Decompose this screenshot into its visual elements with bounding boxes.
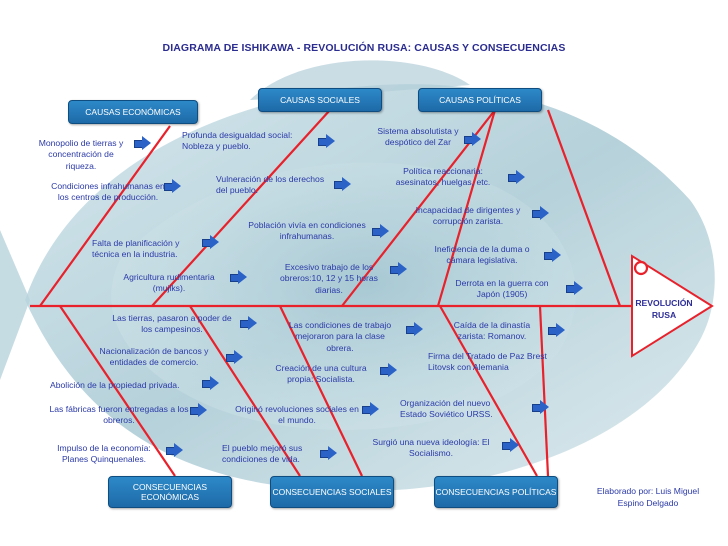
consecuencia-politica-label: Firma del Tratado de Paz Brest Litovsk c… [428, 351, 547, 373]
arrow-right-icon [320, 446, 337, 460]
consecuencia-social-label: Originó revoluciones sociales en el mund… [235, 404, 359, 426]
causa-politica-label: Política reaccionaria: asesinatos, huelg… [395, 166, 491, 188]
arrow-right-icon [544, 248, 561, 262]
causa-social-label: Población vivía en condiciones infrahuma… [248, 220, 366, 242]
category-causas-economicas: CAUSAS ECONÓMICAS [68, 100, 198, 124]
fish-head-triangle [631, 254, 714, 358]
causa-economica-label: Condiciones infrahumanas en los centros … [51, 181, 165, 203]
causa-social-label: Vulneración de los derechos del pueblo. [216, 174, 325, 196]
bone-consecuencias-politicas [439, 305, 538, 477]
arrow-right-icon [380, 363, 397, 377]
arrow-right-icon [318, 134, 335, 148]
causa-politica-label: Derrota en la guerra con Japón (1905) [455, 278, 549, 300]
consecuencia-economica-label: Las tierras, pasaron a poder de los camp… [112, 313, 232, 335]
arrow-right-icon [334, 177, 351, 191]
page-title: DIAGRAMA DE ISHIKAWA - REVOLUCIÓN RUSA: … [162, 42, 566, 54]
causa-economica-label: Agricultura rudimentaria (mujiks). [123, 272, 215, 294]
bone-consecuencias-sociales [279, 305, 363, 477]
arrow-right-icon [230, 270, 247, 284]
arrow-right-icon [202, 235, 219, 249]
arrow-right-icon [240, 316, 257, 330]
causa-politica-label: Incapacidad de dirigentes y corrupción z… [415, 205, 521, 227]
arrow-right-icon [548, 323, 565, 337]
category-causas-sociales: CAUSAS SOCIALES [258, 88, 382, 112]
category-consecuencias-politicas: CONSECUENCIAS POLÍTICAS [434, 476, 558, 508]
consecuencia-politica-label: Organización del nuevo Estado Soviético … [400, 398, 493, 420]
arrow-right-icon [362, 402, 379, 416]
arrow-right-icon [226, 350, 243, 364]
arrow-right-icon [166, 443, 183, 457]
arrow-right-icon [508, 170, 525, 184]
consecuencia-social-label: Creación de una cultura propia: Socialis… [275, 363, 367, 385]
arrow-right-icon [202, 376, 219, 390]
category-causas-politicas: CAUSAS POLÍTICAS [418, 88, 542, 112]
causa-politica-label: Ineficiencia de la duma o cámara legisla… [434, 244, 530, 266]
arrow-right-icon [566, 281, 583, 295]
arrow-right-icon [134, 136, 151, 150]
category-consecuencias-sociales: CONSECUENCIAS SOCIALES [270, 476, 394, 508]
arrow-right-icon [532, 206, 549, 220]
bone-causas-politicas-2 [436, 109, 497, 307]
effect-label: REVOLUCIÓN RUSA [635, 298, 693, 320]
bone-consecuencias-politicas-2 [538, 305, 550, 477]
author-line-1: Elaborado por: Luis Miguel [596, 486, 700, 496]
category-consecuencias-economicas: CONSECUENCIAS ECONÓMICAS [108, 476, 232, 508]
fish-eye [633, 260, 649, 276]
arrow-right-icon [502, 438, 519, 452]
bone-branch-1 [546, 109, 622, 307]
consecuencia-economica-label: Nacionalización de bancos y entidades de… [99, 346, 209, 368]
consecuencia-economica-label: Impulso de la economía: Planes Quinquena… [57, 443, 151, 465]
causa-social-label: Profunda desigualdad social: Nobleza y p… [182, 130, 293, 152]
bone-consecuencias-economicas-2 [189, 305, 301, 477]
consecuencia-economica-label: Abolición de la propiedad privada. [50, 380, 180, 390]
bone-consecuencias-economicas [59, 305, 176, 477]
consecuencia-politica-label: Surgió una nueva ideología: El Socialism… [372, 437, 490, 459]
causa-economica-label: Falta de planificación y técnica en la i… [92, 238, 180, 260]
bone-causas-sociales [151, 109, 331, 307]
author-credit: Elaborado por: Luis Miguel Espino Delgad… [578, 485, 718, 509]
author-line-2: Espino Delgado [617, 498, 679, 509]
arrow-right-icon [406, 322, 423, 336]
arrow-right-icon [164, 179, 181, 193]
arrow-right-icon [390, 262, 407, 276]
fish-tail [0, 230, 30, 380]
consecuencia-politica-label: Caída de la dinastía zarista: Romanov. [453, 320, 531, 342]
consecuencia-social-label: Las condiciones de trabajo mejoraron par… [288, 320, 392, 353]
arrow-right-icon [190, 403, 207, 417]
bone-causas-economicas [39, 125, 171, 307]
causa-social-label: Excesivo trabajo de los obreros:10, 12 y… [280, 262, 378, 295]
arrow-right-icon [464, 132, 481, 146]
arrow-right-icon [532, 400, 549, 414]
consecuencia-social-label: El pueblo mejoró sus condiciones de vida… [222, 443, 303, 465]
consecuencia-economica-label: Las fábricas fueron entregadas a los obr… [49, 404, 189, 426]
arrow-right-icon [372, 224, 389, 238]
causa-economica-label: Monopolio de tierras y concentración de … [38, 138, 124, 171]
causa-politica-label: Sistema absolutista y despótico del Zar [377, 126, 459, 148]
